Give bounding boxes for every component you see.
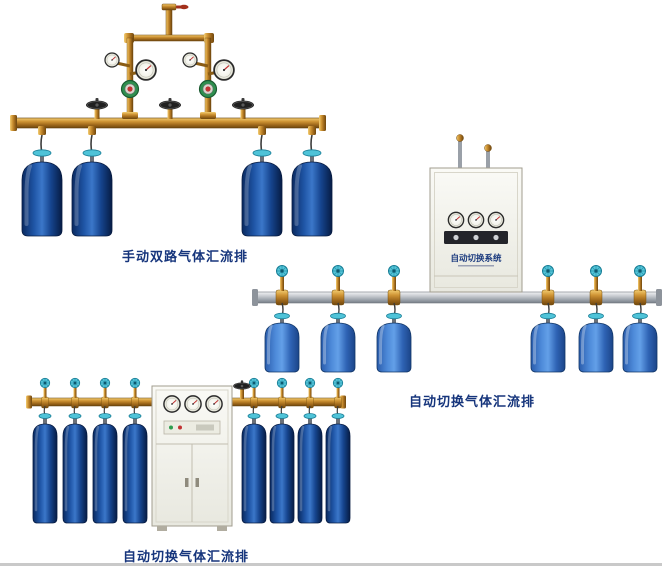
- inlet-valve: [456, 134, 464, 142]
- pressure-regulator: [120, 79, 140, 99]
- gas-cylinder: [240, 412, 268, 525]
- pressure-gauge: [487, 211, 505, 229]
- cylinder-connection: [268, 377, 296, 525]
- riser-valve-handwheel: [332, 265, 344, 277]
- control-knob: [473, 234, 479, 241]
- cylinder-connection: [61, 377, 89, 525]
- gas-cylinder: [268, 412, 296, 525]
- cylinder-connection: [240, 126, 284, 238]
- handwheel-valve: [232, 379, 252, 399]
- handwheel-valve: [158, 97, 182, 119]
- cylinder-connection: [290, 126, 334, 238]
- riser-valve-handwheel: [99, 377, 111, 389]
- door-handle: [195, 478, 199, 487]
- inlet-valve: [484, 144, 492, 152]
- cylinder-connection: [240, 377, 268, 525]
- indicator-light-red: [178, 425, 182, 430]
- figure-manual-dual-manifold: [10, 3, 334, 238]
- cylinder-connection: [296, 377, 324, 525]
- riser-valve-handwheel: [332, 377, 344, 389]
- pressure-gauge: [163, 395, 181, 413]
- gas-cylinder: [375, 311, 413, 374]
- gas-cylinder: [296, 412, 324, 525]
- cylinder-connection: [91, 377, 119, 525]
- gas-cylinder: [31, 412, 59, 525]
- riser-valve-handwheel: [276, 265, 288, 277]
- door-handle: [185, 478, 189, 487]
- cylinder-connection: [70, 126, 114, 238]
- cylinder-connection: [621, 265, 659, 374]
- figure-auto-switch-manifold-floor: [26, 377, 352, 531]
- gas-cylinder: [263, 311, 301, 374]
- gas-cylinder: [324, 412, 352, 525]
- pressure-gauge: [182, 52, 198, 68]
- gas-cylinder: [61, 412, 89, 525]
- caption-auto-switch-manifold-floor: 自动切换气体汇流排: [122, 549, 249, 564]
- caption-auto-switch-manifold: 自动切换气体汇流排: [408, 394, 535, 409]
- cylinder-connection: [319, 265, 357, 374]
- gas-cylinder: [577, 311, 615, 374]
- riser-valve-handwheel: [129, 377, 141, 389]
- control-cabinet: [151, 385, 233, 531]
- riser-valve-handwheel: [634, 265, 646, 277]
- pressure-gauge: [205, 395, 223, 413]
- pressure-gauge: [467, 211, 485, 229]
- control-panel-strip: [163, 420, 221, 435]
- gas-cylinder: [319, 311, 357, 374]
- riser-valve-handwheel: [276, 377, 288, 389]
- cylinder-connection: [529, 265, 567, 374]
- pressure-regulator: [198, 79, 218, 99]
- inlet-piping: [124, 3, 214, 119]
- cylinder-connection: [577, 265, 615, 374]
- gas-cylinder: [70, 147, 114, 238]
- figure-auto-switch-manifold: 自动切换系统: [252, 134, 662, 374]
- switch-block: [196, 424, 214, 431]
- pressure-gauge: [104, 52, 120, 68]
- gas-cylinder: [621, 311, 659, 374]
- pressure-gauge: [447, 211, 465, 229]
- pressure-station-right: [182, 52, 235, 99]
- riser-valve-handwheel: [388, 265, 400, 277]
- gas-cylinder: [20, 147, 64, 238]
- riser-valve-handwheel: [590, 265, 602, 277]
- cylinder-connection: [121, 377, 149, 525]
- control-knob: [493, 234, 499, 241]
- control-knob: [453, 234, 459, 241]
- cabinet-label: 自动切换系统: [450, 253, 502, 263]
- riser-valve-handwheel: [69, 377, 81, 389]
- gas-cylinder: [121, 412, 149, 525]
- handwheel-valve: [231, 97, 255, 119]
- control-cabinet: 自动切换系统: [429, 134, 523, 293]
- riser-valve-handwheel: [542, 265, 554, 277]
- cylinder-connection: [324, 377, 352, 525]
- gas-cylinder: [529, 311, 567, 374]
- gas-cylinder: [290, 147, 334, 238]
- pressure-station-left: [104, 52, 157, 99]
- cylinder-connection: [375, 265, 413, 374]
- gas-cylinder: [240, 147, 284, 238]
- handwheel-valve: [85, 97, 109, 119]
- caption-manual-dual-manifold: 手动双路气体汇流排: [121, 249, 248, 264]
- riser-valve-handwheel: [39, 377, 51, 389]
- gas-cylinder: [91, 412, 119, 525]
- pressure-gauge: [184, 395, 202, 413]
- page-bottom-border: [0, 563, 662, 566]
- riser-valve-handwheel: [304, 377, 316, 389]
- pressure-gauge: [213, 59, 235, 81]
- cylinder-connection: [20, 126, 64, 238]
- cylinder-connection: [263, 265, 301, 374]
- pressure-gauge: [135, 59, 157, 81]
- cylinder-connection: [31, 377, 59, 525]
- indicator-light-green: [169, 425, 173, 430]
